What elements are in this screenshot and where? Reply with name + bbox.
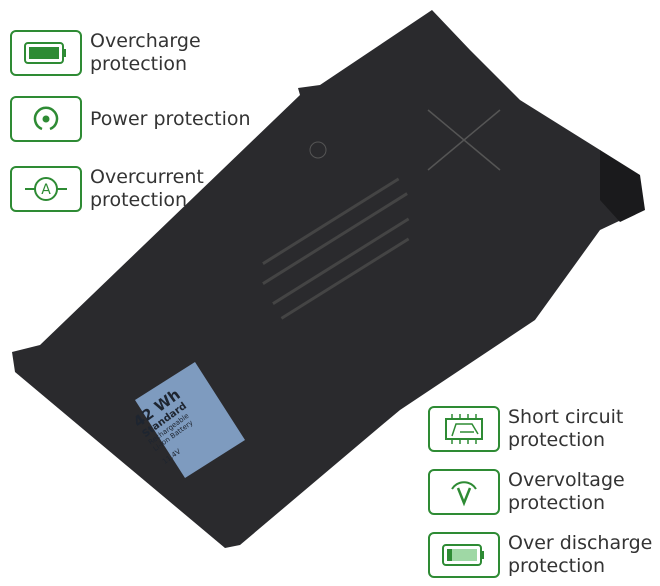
feature-over-discharge: Over discharge protection (428, 532, 660, 578)
battery-label-sticker (135, 362, 245, 478)
feature-label: Overcharge protection (90, 30, 201, 75)
circuit-board-icon (428, 406, 500, 452)
power-icon (10, 96, 82, 142)
feature-label: Power protection (90, 107, 251, 130)
voltmeter-icon (428, 469, 500, 515)
svg-text:A: A (41, 182, 51, 198)
feature-short-circuit: Short circuit protection (428, 406, 660, 452)
battery-full-icon (10, 30, 82, 76)
fine-print (262, 177, 410, 320)
feature-overcharge: Overcharge protection (10, 30, 260, 76)
feature-label: Overcurrent protection (90, 166, 204, 211)
certification-icon (309, 141, 327, 159)
ammeter-icon: A (10, 166, 82, 212)
feature-label: Over discharge protection (508, 532, 653, 577)
recycle-bin-icon (427, 109, 501, 171)
feature-overvoltage: Overvoltage protection (428, 469, 660, 515)
battery-body (12, 10, 638, 548)
feature-label: Short circuit protection (508, 406, 624, 451)
battery-low-icon (428, 532, 500, 578)
feature-overcurrent: A Overcurrent protection (10, 166, 260, 212)
battery-connector (600, 150, 645, 222)
feature-power: Power protection (10, 96, 260, 142)
feature-label: Overvoltage protection (508, 469, 625, 514)
